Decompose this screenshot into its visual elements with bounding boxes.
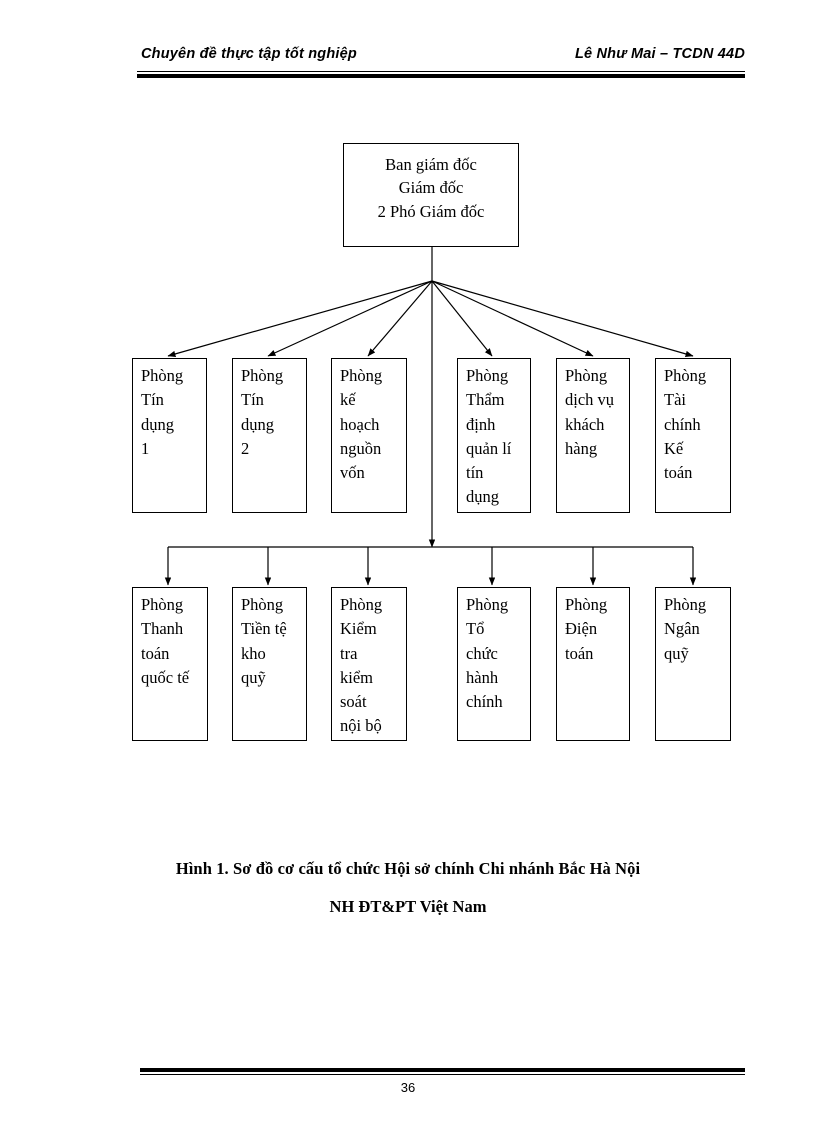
node-row1-1[interactable]: Phòng Tín dụng 1 (132, 358, 207, 513)
node-label: Phòng dịch vụ khách hàng (565, 366, 615, 458)
header-rule-thin (137, 71, 745, 72)
node-label: Phòng Tín dụng 2 (241, 366, 284, 458)
node-row2-6[interactable]: Phòng Ngân quỹ (655, 587, 731, 741)
footer-rule-thick (140, 1068, 745, 1072)
node-row1-4[interactable]: Phòng Thẩm định quản lí tín dụng (457, 358, 531, 513)
node-ban-giam-doc[interactable]: Ban giám đốc Giám đốc 2 Phó Giám đốc (343, 143, 519, 247)
node-label: Phòng Thanh toán quốc tế (141, 595, 190, 687)
node-label: Phòng Tín dụng 1 (141, 366, 184, 458)
figure-caption: Hình 1. Sơ đồ cơ cấu tổ chức Hội sở chín… (108, 850, 708, 926)
org-chart: Ban giám đốc Giám đốc 2 Phó Giám đốc Phò… (132, 143, 731, 741)
node-label: Ban giám đốc Giám đốc 2 Phó Giám đốc (377, 155, 485, 221)
node-row2-4[interactable]: Phòng Tổ chức hành chính (457, 587, 531, 741)
node-label: Phòng Tiền tệ kho quỹ (241, 595, 287, 687)
node-row2-2[interactable]: Phòng Tiền tệ kho quỹ (232, 587, 307, 741)
caption-line-2: NH ĐT&PT Việt Nam (329, 896, 487, 916)
node-label: Phòng Tài chính Kế toán (664, 366, 707, 482)
header-rule-thick (137, 74, 745, 78)
node-row1-3[interactable]: Phòng kế hoạch nguồn vốn (331, 358, 407, 513)
node-row2-5[interactable]: Phòng Điện toán (556, 587, 630, 741)
node-label: Phòng Tổ chức hành chính (466, 595, 509, 711)
caption-line-1: Hình 1. Sơ đồ cơ cấu tổ chức Hội sở chín… (175, 859, 641, 878)
header-title-left: Chuyên đề thực tập tốt nghiệp (141, 46, 357, 62)
node-row1-5[interactable]: Phòng dịch vụ khách hàng (556, 358, 630, 513)
node-row1-2[interactable]: Phòng Tín dụng 2 (232, 358, 307, 513)
node-label: Phòng kế hoạch nguồn vốn (340, 366, 383, 482)
node-row2-1[interactable]: Phòng Thanh toán quốc tế (132, 587, 208, 741)
node-label: Phòng Thẩm định quản lí tín dụng (466, 366, 512, 507)
node-row2-3[interactable]: Phòng Kiểm tra kiểm soát nội bộ (331, 587, 407, 741)
running-header: Chuyên đề thực tập tốt nghiệp Lê Như Mai… (137, 46, 745, 70)
node-label: Phòng Kiểm tra kiểm soát nội bộ (340, 595, 383, 736)
page-number: 36 (400, 1080, 416, 1095)
header-title-right: Lê Như Mai – TCDN 44D (574, 46, 745, 62)
node-row1-6[interactable]: Phòng Tài chính Kế toán (655, 358, 731, 513)
footer-rule-thin (140, 1074, 745, 1075)
node-label: Phòng Ngân quỹ (664, 595, 707, 663)
node-label: Phòng Điện toán (565, 595, 608, 663)
